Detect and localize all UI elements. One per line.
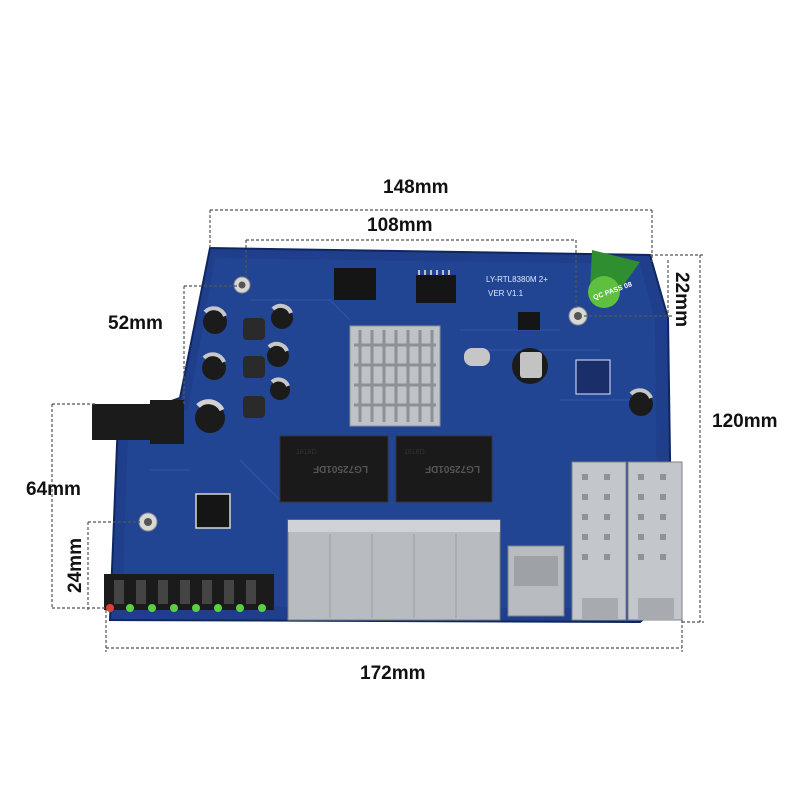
- dim-label-left-lower: 24mm: [64, 538, 86, 593]
- transformer-right: 1818D LG72501DF: [395, 435, 493, 503]
- dim-label-top-inner: 108mm: [367, 215, 433, 236]
- sfp-cage-right: [627, 461, 683, 621]
- chip-top-small: [334, 268, 376, 300]
- board-version: VER V1.1: [488, 289, 524, 298]
- sfp-cage-left: [571, 461, 627, 621]
- svg-text:LG72501DF: LG72501DF: [313, 463, 368, 474]
- dim-label-top-outer: 148mm: [383, 177, 449, 198]
- dim-label-bottom: 172mm: [360, 663, 426, 684]
- svg-text:1818D: 1818D: [296, 449, 317, 456]
- rj45-block: [287, 519, 501, 621]
- rj45-single: [507, 545, 565, 617]
- terminal-block: [104, 574, 274, 612]
- chip-mid-right: [575, 359, 611, 395]
- inductors: [243, 318, 265, 418]
- capacitors: [195, 303, 653, 433]
- chip-small-right: [518, 312, 540, 330]
- dim-label-right-small: 22mm: [670, 272, 692, 327]
- svg-text:1818D: 1818D: [404, 449, 425, 456]
- svg-text:LG72501DF: LG72501DF: [425, 463, 480, 474]
- dim-label-left-middle: 64mm: [26, 479, 81, 500]
- chip-top-ic: [416, 275, 456, 303]
- mounting-holes: [138, 276, 588, 532]
- qfp-chip: [195, 493, 231, 529]
- dim-label-right-total: 120mm: [712, 411, 778, 432]
- dim-label-left-upper: 52mm: [108, 313, 163, 334]
- dimension-lines: [51, 209, 704, 652]
- transformer-left: 1818D LG72501DF: [279, 435, 389, 503]
- heatsink: [349, 325, 441, 427]
- dc-power-jack: [92, 400, 184, 444]
- crystal: [464, 348, 490, 366]
- board-model: LY-RTL8380M 2+: [486, 275, 548, 284]
